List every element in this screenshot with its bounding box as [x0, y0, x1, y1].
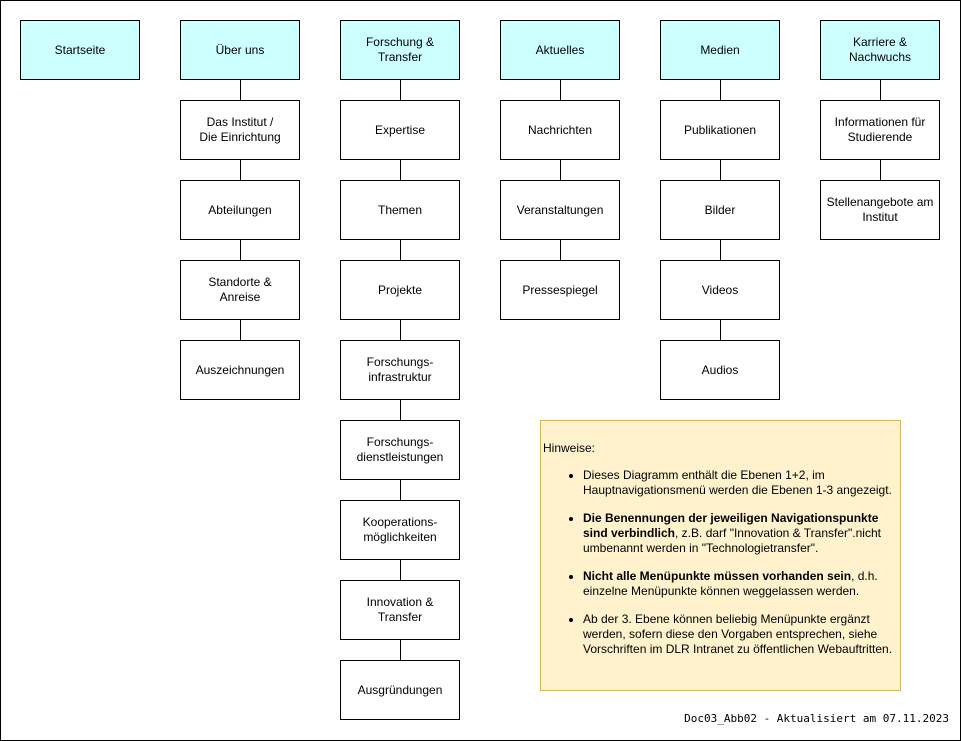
connector-line	[719, 80, 721, 100]
nav-level2-box: Bilder	[660, 180, 780, 240]
note-text: Ab der 3. Ebene können beliebig Menüpunk…	[583, 612, 893, 656]
nav-level2-box: Auszeichnungen	[180, 340, 300, 400]
nav-level2-box: Ausgründungen	[340, 660, 460, 720]
nav-level2-box: Abteilungen	[180, 180, 300, 240]
connector-line	[239, 240, 241, 260]
nav-level2-box: Forschungs- dienstleistungen	[340, 420, 460, 480]
nav-level2-box: Veranstaltungen	[500, 180, 620, 240]
connector-line	[879, 160, 881, 180]
connector-line	[559, 240, 561, 260]
connector-line	[559, 80, 561, 100]
nav-level2-box: Kooperations- möglichkeiten	[340, 500, 460, 560]
connector-line	[719, 320, 721, 340]
note-text: Dieses Diagramm enthält die Ebenen 1+2, …	[583, 468, 892, 497]
note-item: Ab der 3. Ebene können beliebig Menüpunk…	[583, 612, 894, 657]
nav-level1-box: Über uns	[180, 20, 300, 80]
note-item: Dieses Diagramm enthält die Ebenen 1+2, …	[583, 468, 894, 498]
nav-level2-box: Videos	[660, 260, 780, 320]
nav-level1-box: Forschung & Transfer	[340, 20, 460, 80]
note-item: Die Benennungen der jeweiligen Navigatio…	[583, 511, 894, 556]
note-bold: Nicht alle Menüpunkte müssen vorhanden s…	[583, 569, 852, 583]
notes-title: Hinweise:	[543, 441, 596, 455]
nav-level2-box: Themen	[340, 180, 460, 240]
connector-line	[559, 160, 561, 180]
nav-level2-box: Publikationen	[660, 100, 780, 160]
nav-level2-box: Stellenangebote am Institut	[820, 180, 940, 240]
nav-level2-box: Das Institut / Die Einrichtung	[180, 100, 300, 160]
connector-line	[399, 640, 401, 660]
notes-list: Dieses Diagramm enthält die Ebenen 1+2, …	[543, 468, 894, 657]
connector-line	[399, 480, 401, 500]
connector-line	[239, 160, 241, 180]
connector-line	[239, 80, 241, 100]
nav-level2-box: Expertise	[340, 100, 460, 160]
connector-line	[879, 80, 881, 100]
nav-level2-box: Forschungs- infrastruktur	[340, 340, 460, 400]
connector-line	[399, 320, 401, 340]
connector-line	[399, 160, 401, 180]
nav-level2-box: Projekte	[340, 260, 460, 320]
notes-box: Hinweise: Dieses Diagramm enthält die Eb…	[540, 420, 901, 691]
nav-level2-box: Innovation & Transfer	[340, 580, 460, 640]
connector-line	[399, 80, 401, 100]
note-bold: Die Benennungen der jeweiligen Navigatio…	[583, 511, 879, 540]
connector-line	[399, 400, 401, 420]
connector-line	[239, 320, 241, 340]
nav-level2-box: Nachrichten	[500, 100, 620, 160]
connector-line	[399, 560, 401, 580]
nav-level1-box: Startseite	[20, 20, 140, 80]
connector-line	[719, 160, 721, 180]
footer-caption: Doc03_Abb02 - Aktualisiert am 07.11.2023	[684, 712, 949, 725]
connector-line	[719, 240, 721, 260]
note-item: Nicht alle Menüpunkte müssen vorhanden s…	[583, 569, 894, 599]
nav-level2-box: Audios	[660, 340, 780, 400]
nav-level2-box: Informationen für Studierende	[820, 100, 940, 160]
note-text: , d.h. einzelne Menüpunkte können weggel…	[583, 569, 878, 598]
connector-line	[399, 240, 401, 260]
nav-level1-box: Karriere & Nachwuchs	[820, 20, 940, 80]
nav-level1-box: Aktuelles	[500, 20, 620, 80]
note-text: , z.B. darf "Innovation & Transfer".nich…	[583, 526, 881, 555]
nav-level2-box: Pressespiegel	[500, 260, 620, 320]
nav-level1-box: Medien	[660, 20, 780, 80]
nav-level2-box: Standorte & Anreise	[180, 260, 300, 320]
